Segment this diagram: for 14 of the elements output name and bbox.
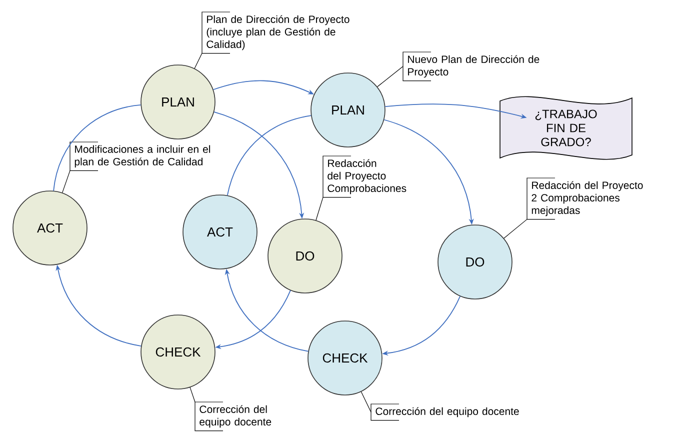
callout: Modificaciones a incluir en el plan de Gestión de Calidad — [70, 142, 210, 171]
leader-line — [360, 391, 372, 412]
callout: Nuevo Plan de Dirección de Proyecto — [402, 52, 540, 82]
leader-line — [316, 197, 324, 221]
callout: Redacción del Proyecto 2 Comprobaciones mejoradas — [526, 178, 643, 220]
leader-line — [504, 219, 528, 239]
leader-line — [194, 53, 202, 69]
callout: Plan de Dirección de Proyecto (incluye plan de Gestión de Calidad) — [202, 12, 350, 54]
leader-line — [62, 170, 70, 193]
leader-line — [190, 387, 196, 402]
callout: Redacción del Proyecto Comprobaciones — [322, 156, 406, 198]
callout: Corrección del equipo docente — [194, 402, 272, 432]
callout: Corrección del equipo docente — [370, 404, 519, 421]
leader-line — [377, 66, 404, 88]
